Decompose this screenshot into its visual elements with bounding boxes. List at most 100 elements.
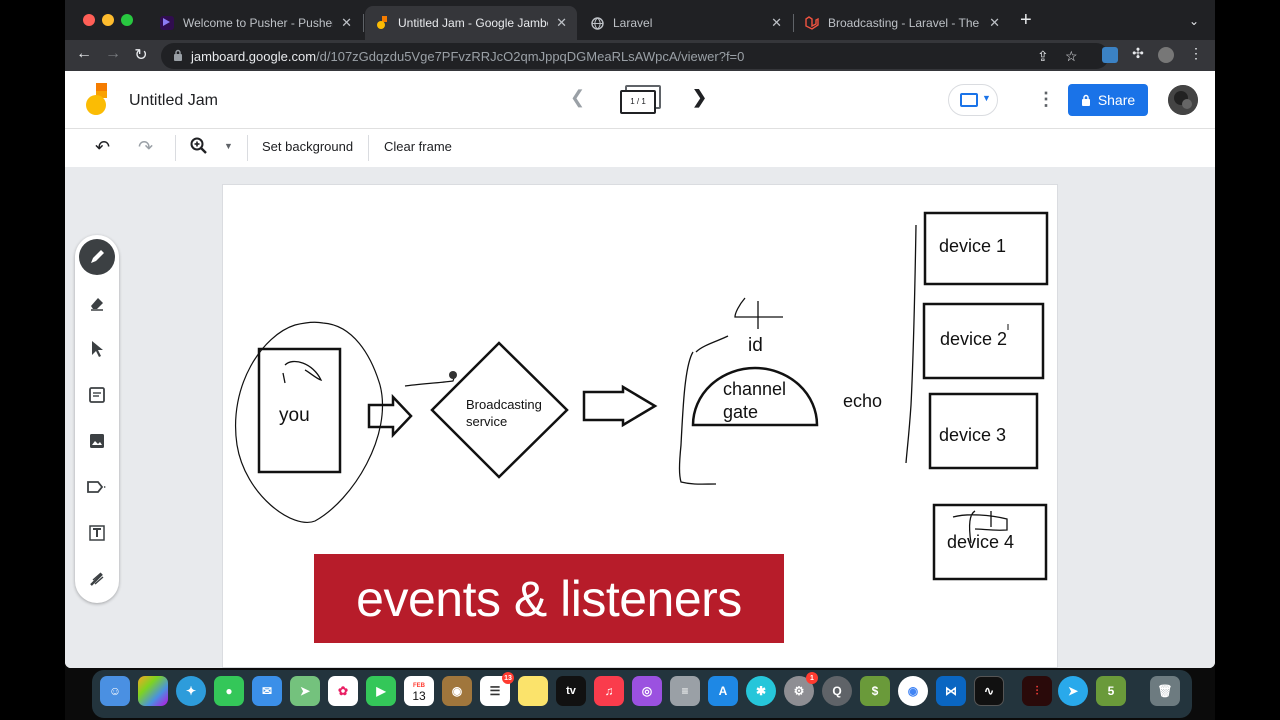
zoom-icon[interactable] — [190, 137, 208, 160]
device1-label: device 1 — [939, 236, 1007, 256]
broadcasting-diamond — [430, 341, 569, 479]
extension-icon[interactable] — [1102, 47, 1118, 63]
bracket-stroke — [678, 351, 717, 485]
tab-search-chevron-icon[interactable]: ⌄ — [1189, 14, 1200, 28]
pusher-icon — [160, 16, 174, 30]
sticky-note-tool-icon[interactable] — [79, 377, 115, 413]
launchpad-icon[interactable] — [138, 676, 168, 706]
whiteboard-frame[interactable]: you Broadcasting service id channel gate… — [222, 184, 1058, 668]
close-tab-icon[interactable]: ✕ — [341, 15, 352, 30]
tab-jamboard[interactable]: Untitled Jam - Google Jamboa ✕ — [365, 6, 577, 40]
share-page-icon[interactable]: ⇪ — [1037, 48, 1049, 64]
tab-laravel[interactable]: Laravel ✕ — [580, 6, 792, 40]
mail-icon[interactable]: ✉ — [252, 676, 282, 706]
redo-icon[interactable]: ↷ — [138, 137, 154, 157]
forward-arrow-icon[interactable]: → — [105, 45, 121, 62]
chrome-icon[interactable]: ◉ — [898, 676, 928, 706]
image-tool-icon[interactable] — [79, 423, 115, 459]
device3-label: device 3 — [939, 425, 1007, 445]
apple-tv-icon[interactable]: tv — [556, 676, 586, 706]
database-icon[interactable]: ≡ — [670, 676, 700, 706]
calendar-day: 13 — [412, 689, 426, 703]
tab-pusher[interactable]: Welcome to Pusher - Pusher ✕ — [150, 6, 362, 40]
tab-title: Broadcasting - Laravel - The P — [828, 16, 982, 30]
more-options-icon[interactable]: ⋮ — [1037, 89, 1055, 109]
close-window-button[interactable] — [83, 14, 95, 26]
close-tab-icon[interactable]: ✕ — [989, 15, 1000, 30]
undo-icon[interactable]: ↶ — [95, 137, 111, 157]
metatrader5-icon[interactable]: 5 — [1096, 676, 1126, 706]
system-preferences-icon[interactable]: ⚙1 — [784, 672, 818, 706]
close-tab-icon[interactable]: ✕ — [771, 15, 782, 30]
back-arrow-icon[interactable]: ← — [76, 45, 92, 62]
finder-icon[interactable]: ☺ — [100, 676, 130, 706]
bookmark-star-icon[interactable]: ☆ — [1065, 48, 1078, 64]
device1-box — [923, 211, 1049, 286]
lock-icon[interactable] — [173, 49, 183, 61]
pen-stroke — [404, 374, 456, 387]
zoom-window-button[interactable] — [121, 14, 133, 26]
trash-icon[interactable]: 🗑 — [1150, 676, 1180, 706]
lock-icon — [1081, 94, 1090, 106]
select-tool-icon[interactable] — [79, 331, 115, 367]
vscode-icon[interactable]: ⋈ — [936, 676, 966, 706]
set-background-button[interactable]: Set background — [262, 139, 354, 154]
tab-bar: Welcome to Pusher - Pusher ✕ Untitled Ja… — [65, 0, 1215, 40]
notes-icon[interactable] — [518, 676, 548, 706]
laser-tool-icon[interactable] — [79, 561, 115, 597]
toolbar-divider — [175, 135, 176, 161]
contacts-icon[interactable]: ◉ — [442, 676, 472, 706]
zoom-dropdown-chevron-down-icon[interactable]: ▼ — [224, 141, 233, 151]
audio-recorder-icon[interactable]: ⫶ — [1022, 676, 1052, 706]
vpn-icon[interactable]: ✱ — [746, 676, 776, 706]
messages-icon[interactable]: ● — [214, 676, 244, 706]
text-box-tool-icon[interactable] — [79, 515, 115, 551]
close-tab-icon[interactable]: ✕ — [556, 15, 567, 30]
laravel-icon — [805, 16, 819, 30]
next-frame-icon[interactable]: ❯ — [692, 87, 708, 107]
tab-title: Laravel — [613, 16, 653, 30]
metatrader-icon[interactable]: $ — [860, 676, 890, 706]
safari-icon[interactable]: ✦ — [176, 676, 206, 706]
telegram-icon[interactable]: ➤ — [1058, 676, 1088, 706]
device3-box — [928, 392, 1039, 470]
avatar[interactable] — [1168, 85, 1198, 115]
music-icon[interactable]: ♫ — [594, 676, 624, 706]
channel-label-line1: channel — [723, 379, 787, 399]
minimize-window-button[interactable] — [102, 14, 114, 26]
podcasts-icon[interactable]: ◎ — [632, 676, 662, 706]
shape-tool-icon[interactable] — [79, 469, 115, 505]
browser-menu-icon[interactable]: ⋮ — [1189, 45, 1203, 61]
present-button[interactable]: ▼ — [948, 84, 998, 116]
calendar-icon[interactable]: FEB 13 — [404, 676, 434, 706]
reload-icon[interactable]: ↻ — [134, 47, 148, 64]
reminders-icon[interactable]: ☰13 — [480, 672, 514, 706]
jam-title[interactable]: Untitled Jam — [129, 92, 218, 109]
navigation-bar: ← → ↻ jamboard.google.com/d/107zGdqzdu5V… — [65, 40, 1215, 71]
jamboard-logo-icon[interactable] — [85, 83, 111, 117]
tab-divider — [793, 14, 794, 32]
quicktime-icon[interactable]: Q — [822, 676, 852, 706]
maps-icon[interactable]: ➤ — [290, 676, 320, 706]
pen-tool-icon[interactable] — [79, 239, 115, 275]
app-store-icon[interactable]: A — [708, 676, 738, 706]
previous-frame-icon[interactable]: ❮ — [570, 87, 586, 107]
facetime-icon[interactable]: ▶ — [366, 676, 396, 706]
address-bar[interactable]: jamboard.google.com/d/107zGdqzdu5Vge7PFv… — [161, 43, 1109, 69]
you-scribble — [282, 360, 323, 384]
puzzle-extensions-icon[interactable]: ✣ — [1132, 45, 1144, 61]
tab-broadcasting[interactable]: Broadcasting - Laravel - The P ✕ — [795, 6, 1010, 40]
id-label: id — [748, 335, 763, 356]
new-tab-button[interactable]: + — [1020, 9, 1032, 31]
frame-indicator: 1 / 1 — [620, 90, 656, 114]
profile-icon[interactable] — [1158, 47, 1174, 63]
photos-icon[interactable]: ✿ — [328, 676, 358, 706]
eraser-tool-icon[interactable] — [79, 285, 115, 321]
channel-gate-shape — [691, 366, 819, 427]
activity-monitor-icon[interactable]: ∿ — [974, 676, 1004, 706]
clear-frame-button[interactable]: Clear frame — [384, 139, 452, 154]
share-button[interactable]: Share — [1068, 84, 1148, 116]
you-box — [257, 347, 342, 474]
device4-label: device 4 — [947, 532, 1015, 552]
frame-bar-button[interactable]: 1 / 1 — [620, 85, 661, 115]
